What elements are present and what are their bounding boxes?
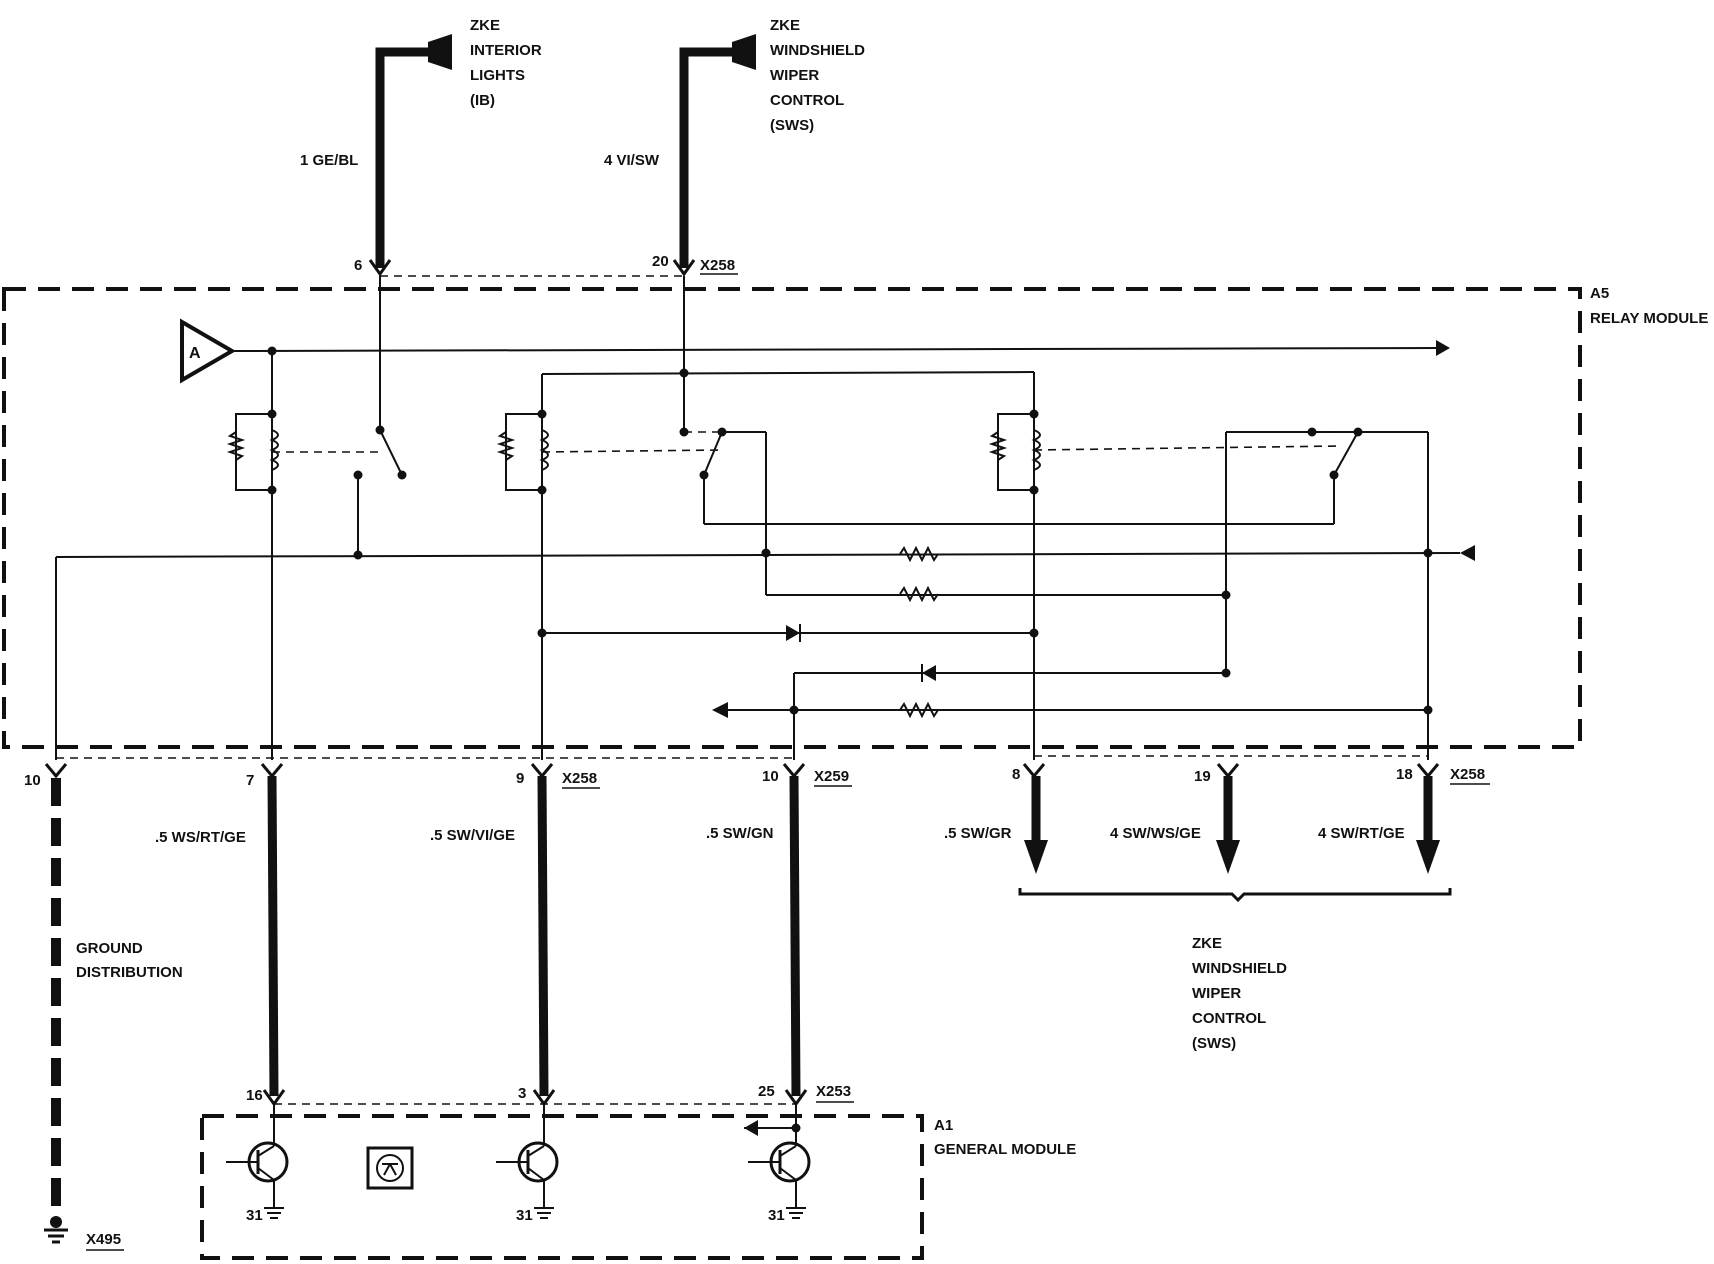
transistor-2: 31 [496,1104,559,1224]
pin-chevrons-bottom [44,763,1440,779]
wire-color-pin18: 4 SW/RT/GE [1318,825,1405,842]
pin-number-8: 8 [1012,766,1020,783]
ground-label-1: DISTRIBUTION [76,964,183,981]
general-module-id: A1 [934,1117,953,1134]
ground-connector-x495: X495 [86,1231,121,1248]
wire-color-pin19: 4 SW/WS/GE [1110,825,1201,842]
wiper-top-label-0: ZKE [770,17,800,34]
relay-module-id: A5 [1590,285,1609,302]
gm-pin-16: 16 [246,1087,263,1104]
transistor-3: 31 [744,1104,811,1224]
wires-to-sws: .5 SW/GR 4 SW/WS/GE 4 SW/RT/GE ZKE WINDS… [944,776,1452,1052]
input-marker-label: A [189,345,201,362]
wire-color-pin9: .5 SW/VI/GE [430,827,515,844]
wiper-top-label-2: WIPER [770,67,819,84]
transistor-1: 31 [226,1104,289,1224]
wire-color-pin8: .5 SW/GR [944,825,1012,842]
sws-label-1: WINDSHIELD [1192,960,1287,977]
gm-ground-31-3: 31 [768,1207,785,1224]
gm-connector-x253: X253 [816,1083,851,1100]
relay-module-circuit [55,276,1475,760]
pin-number-19: 19 [1194,768,1211,785]
ground-wire: GROUND DISTRIBUTION X495 [44,778,183,1251]
connector-id-x258-bottom: X258 [562,770,597,787]
sws-label-2: WIPER [1192,985,1241,1002]
pin-number-7: 7 [246,772,254,789]
relay-input-marker: A [180,318,236,384]
connector-arrow-interior-lights [428,34,452,70]
connector-arrow-wiper-control [732,34,756,70]
sws-label-0: ZKE [1192,935,1222,952]
wire-color-pin10: .5 SW/GN [706,825,774,842]
sws-label-4: (SWS) [1192,1035,1236,1052]
pin-number-10-x259: 10 [762,768,779,785]
pin-number-18: 18 [1396,766,1413,783]
connector-id-x259: X259 [814,768,849,785]
relay-module-name: RELAY MODULE [1590,310,1708,327]
pin-number-10-ground: 10 [24,772,41,789]
connector-id-x258-top: X258 [700,257,735,274]
ground-label-0: GROUND [76,940,143,957]
wires-to-general-module: .5 WS/RT/GE .5 SW/VI/GE .5 SW/GN [155,775,801,1097]
wire-color-interior-lights: 1 GE/BL [300,152,358,169]
wire-color-wiper-top: 4 VI/SW [604,152,660,169]
gm-ground-31-2: 31 [516,1207,533,1224]
gm-ground-31-1: 31 [246,1207,263,1224]
pin-number-6: 6 [354,257,362,274]
wiper-top-label-4: (SWS) [770,117,814,134]
relay-module-boundary: A5 RELAY MODULE [2,285,1708,749]
gm-pin-25: 25 [758,1083,775,1100]
pin-chevron-top-6 [368,259,392,277]
interior-lights-label-1: INTERIOR [470,42,542,59]
pin-number-20: 20 [652,253,669,270]
sws-label-3: CONTROL [1192,1010,1266,1027]
interior-lights-label-0: ZKE [470,17,500,34]
wiper-top-label-3: CONTROL [770,92,844,109]
top-connector-wiper-control: ZKE WINDSHIELD WIPER CONTROL (SWS) 4 VI/… [604,17,865,275]
interior-lights-label-3: (IB) [470,92,495,109]
connector-id-x258-right: X258 [1450,766,1485,783]
pin-number-9: 9 [516,770,524,787]
pin-chevron-top-20 [672,259,696,277]
ic-symbol [366,1146,414,1190]
top-connector-interior-lights: ZKE INTERIOR LIGHTS (IB) 1 GE/BL 6 [300,17,542,274]
general-module-name: GENERAL MODULE [934,1141,1076,1158]
wire-color-pin7: .5 WS/RT/GE [155,829,246,846]
interior-lights-label-2: LIGHTS [470,67,525,84]
gm-pin-3: 3 [518,1085,526,1102]
general-module: 16 3 25 X253 A1 GENERAL MODULE 31 [200,1083,1076,1260]
wiper-top-label-1: WINDSHIELD [770,42,865,59]
